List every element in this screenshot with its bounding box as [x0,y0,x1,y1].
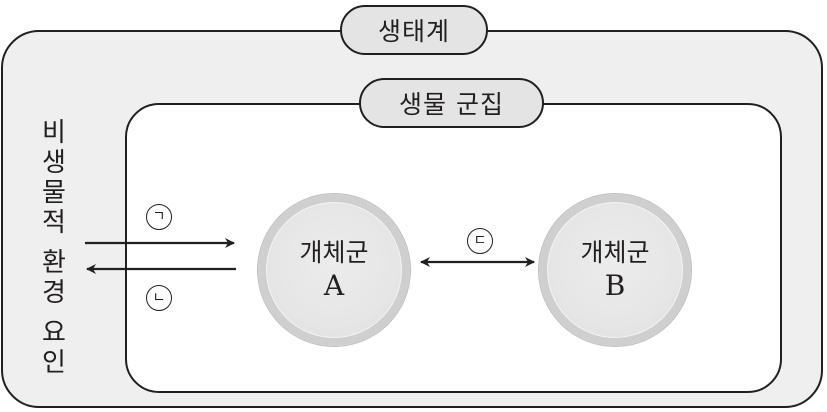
abiotic-char: 환 [42,248,66,278]
abiotic-factors-label: 비 생 물 적 환 경 요 인 [36,118,72,378]
abiotic-char: 물 [42,178,66,208]
community-label-text: 생물 군집 [399,90,504,119]
abiotic-char: 비 [42,118,66,148]
marker-d: ㄷ [467,228,493,254]
abiotic-char: 인 [42,348,66,378]
marker-n: ㄴ [146,285,172,311]
population-a-node: 개체군 A [258,194,410,346]
abiotic-char: 적 [42,208,66,238]
marker-g: ㄱ [146,204,172,230]
ecosystem-label: 생태계 [340,5,488,55]
marker-n-text: ㄴ [152,290,166,306]
population-a-letter: A [323,269,345,302]
marker-g-text: ㄱ [152,209,166,225]
ecosystem-label-text: 생태계 [377,17,450,46]
marker-d-text: ㄷ [473,233,487,249]
community-label: 생물 군집 [359,78,544,128]
abiotic-char: 경 [42,278,66,308]
abiotic-char: 생 [42,148,66,178]
population-b-node: 개체군 B [539,194,691,346]
population-a-name: 개체군 [299,238,369,267]
population-b-name: 개체군 [580,238,650,267]
abiotic-char: 요 [42,318,66,348]
population-b-letter: B [604,269,626,302]
